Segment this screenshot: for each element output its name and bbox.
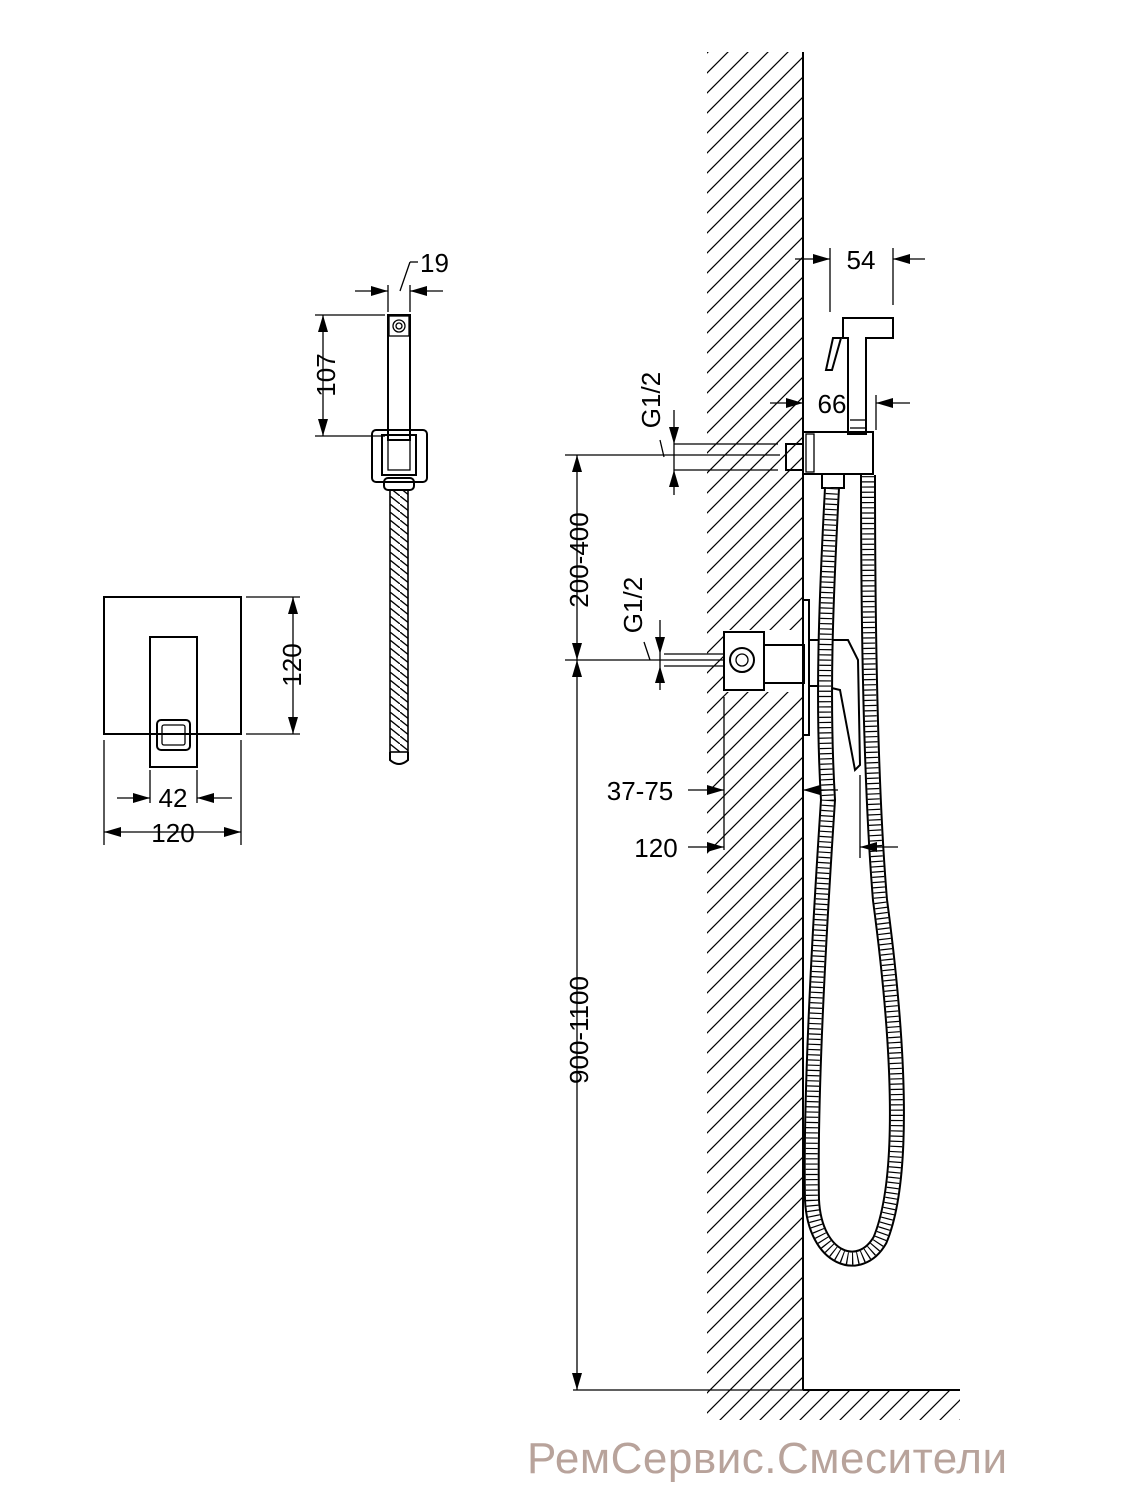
svg-text:37-75: 37-75 [607,776,674,806]
hose-coil [803,474,905,1267]
mixer-plate-front-view [103,596,300,845]
dim-between-outlets: 200-400 [564,454,780,661]
wall-outlet-upper [785,317,894,489]
svg-text:900-1100: 900-1100 [564,976,594,1084]
thread-lower-label: G1/2 [618,577,665,690]
wall-section [573,52,960,1420]
dim-shower-height: 107 [311,314,385,437]
svg-text:54: 54 [847,245,876,275]
svg-text:G1/2: G1/2 [636,372,666,428]
svg-text:42: 42 [159,783,188,813]
svg-text:120: 120 [634,833,677,863]
svg-text:200-400: 200-400 [564,512,594,607]
svg-text:19: 19 [420,248,449,278]
watermark: РемСервис.Смесители [527,1434,1008,1483]
dim-projection: 120 [634,775,898,863]
dim-shower-width: 19 [355,248,449,312]
svg-text:66: 66 [818,389,847,419]
svg-text:120: 120 [277,643,307,686]
dim-handle-width: 42 [117,783,232,813]
dim-wall-depth: 37-75 [607,697,838,850]
dim-floor-height: 900-1100 [564,660,594,1390]
dim-plate-width: 120 [104,818,241,848]
svg-text:120: 120 [151,818,194,848]
dim-head-length: 54 [795,245,925,312]
hand-shower-front-view [371,314,428,765]
svg-text:107: 107 [311,353,341,396]
dim-plate-height: 120 [277,597,307,734]
thread-upper-label: G1/2 [636,372,778,495]
dim-head-offset: 66 [770,389,910,430]
svg-text:G1/2: G1/2 [618,577,648,633]
